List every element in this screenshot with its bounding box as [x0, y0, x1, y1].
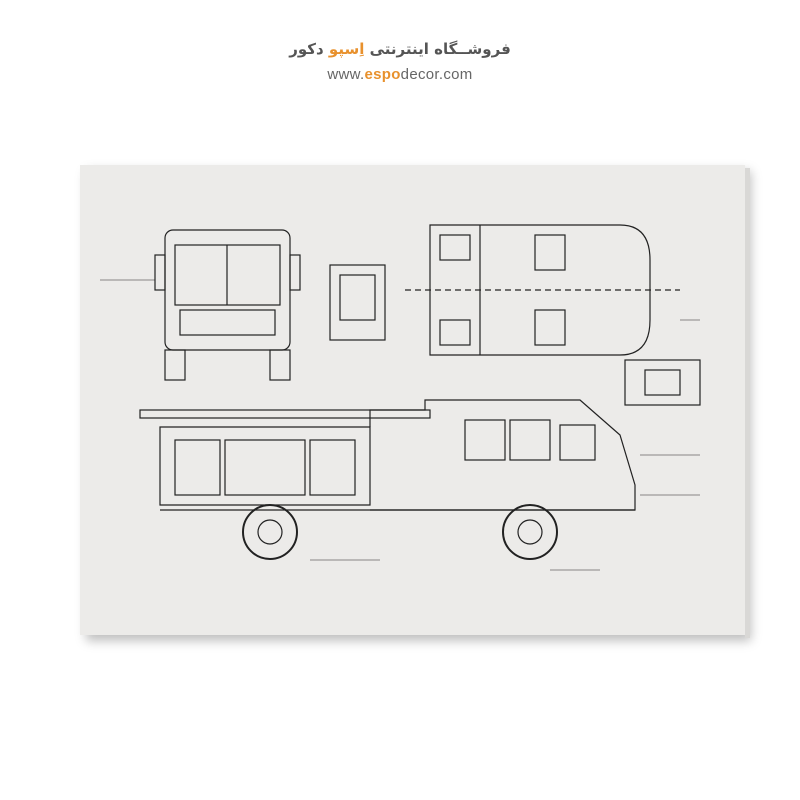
store-name-accent: اِسپو: [328, 40, 365, 58]
store-url[interactable]: www.espodecor.com: [0, 66, 800, 83]
fire-truck-blueprint: [100, 224, 701, 571]
url-prefix: www.: [327, 66, 365, 83]
store-name-prefix: فروشــگاه اینترنتی: [369, 40, 511, 58]
store-branding: فروشــگاه اینترنتی اِسپو دکور www.espode…: [0, 40, 800, 83]
store-name: فروشــگاه اینترنتی اِسپو دکور: [0, 40, 800, 58]
store-name-suffix: دکور: [289, 40, 324, 58]
url-suffix: decor.com: [400, 66, 473, 83]
detail-view: [624, 359, 701, 406]
front-view: [154, 229, 301, 381]
url-accent: espo: [364, 66, 401, 83]
annotation-lines: [100, 279, 700, 571]
rear-view: [329, 264, 386, 341]
top-view: [405, 224, 680, 356]
canvas-print: [80, 165, 750, 638]
side-view: [139, 399, 636, 560]
